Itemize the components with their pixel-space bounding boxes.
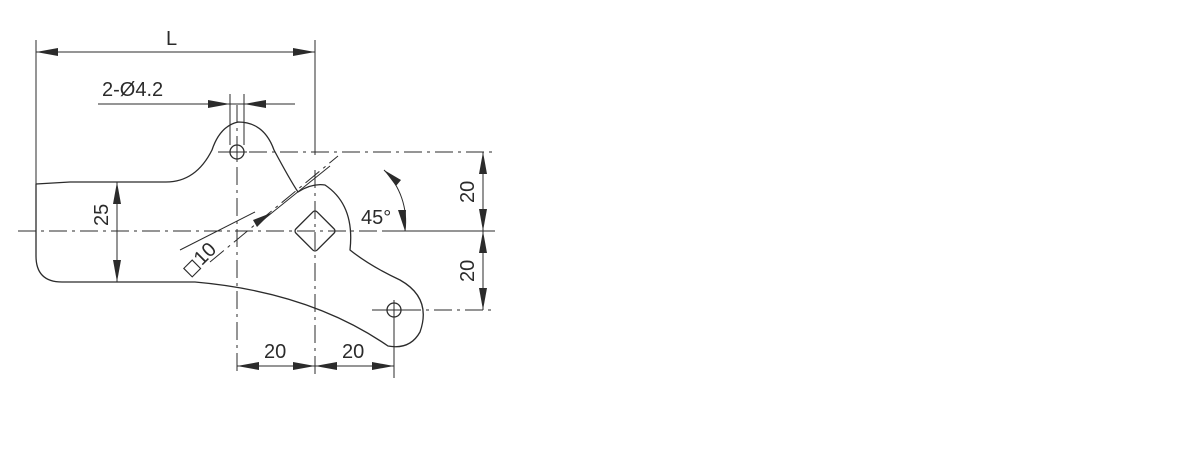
dim-L-arrow-right bbox=[293, 48, 315, 56]
dim-horizontal-arrow-left bbox=[237, 362, 259, 370]
dim-horizontal-arrow-mid-left bbox=[315, 362, 337, 370]
dim-horizontal-arrow-mid-right bbox=[293, 362, 315, 370]
dim-vertical-arrow-mid-down bbox=[479, 231, 487, 253]
square-size-label: ◻10 bbox=[178, 239, 221, 282]
part-outline bbox=[35, 121, 424, 348]
dim-25-arrow-top bbox=[113, 182, 121, 204]
dim-vertical-arrow-mid-up bbox=[479, 209, 487, 231]
dim-horizontal-arrow-right bbox=[372, 362, 394, 370]
dim-vertical-arrow-top bbox=[479, 152, 487, 174]
hole-arrow-left bbox=[208, 100, 230, 108]
dim-25-label: 25 bbox=[91, 204, 113, 226]
dim-vertical-upper-label: 20 bbox=[457, 181, 479, 203]
dim-25-arrow-bottom bbox=[113, 260, 121, 282]
square-ext-line bbox=[179, 211, 256, 251]
angle-arrow-top bbox=[384, 170, 401, 186]
angle-arrow-bottom bbox=[398, 210, 406, 231]
hole-arrow-right bbox=[244, 100, 266, 108]
centerline-diagonal bbox=[209, 155, 339, 263]
dim-horizontal-right-label: 20 bbox=[342, 341, 364, 363]
angle-label: 45° bbox=[361, 207, 391, 229]
dim-L-arrow-left bbox=[36, 48, 58, 56]
square-dim-line bbox=[257, 165, 331, 225]
dim-horizontal-left-label: 20 bbox=[264, 341, 286, 363]
dim-L-label: L bbox=[166, 28, 177, 50]
square-dim-arrow bbox=[253, 213, 271, 227]
square-hole bbox=[294, 210, 336, 252]
dim-vertical-arrow-bottom bbox=[479, 288, 487, 310]
hole-spec-label: 2-Ø4.2 bbox=[102, 79, 163, 101]
dim-vertical-lower-label: 20 bbox=[457, 260, 479, 282]
